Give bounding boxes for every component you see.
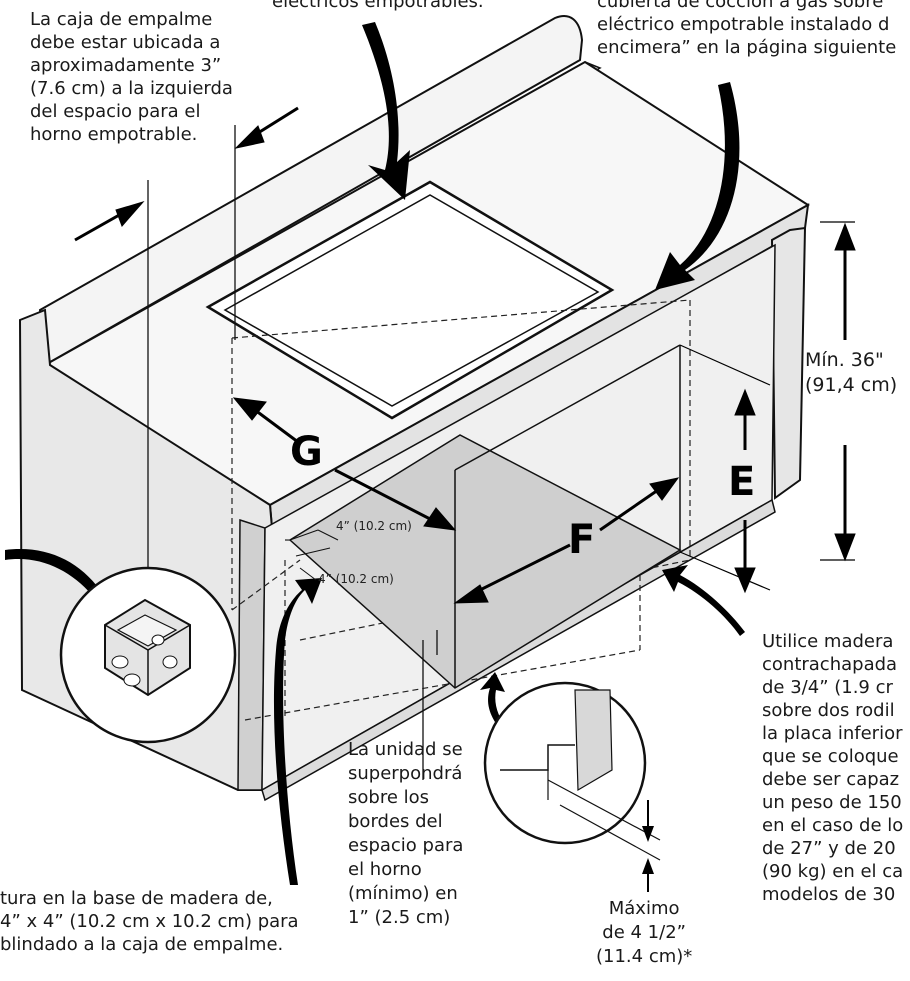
- curved-arrow-right: [655, 82, 740, 290]
- dimension-f: [453, 477, 680, 604]
- callout-max-depth: Máximo de 4 1/2” (11.4 cm)*: [596, 898, 693, 967]
- zoom-detail: [483, 681, 661, 892]
- small-dim-lower: 4” (10.2 cm): [318, 572, 394, 586]
- callout-overlap: La unidad se superpondrá sobre los borde…: [348, 739, 464, 928]
- cabinet-left-shadow: [237, 518, 266, 791]
- dimension-letter-g: G: [290, 429, 323, 475]
- backsplash: [38, 15, 584, 367]
- junction-box-detail: [59, 566, 237, 744]
- curved-arrow-plywood: [662, 565, 745, 636]
- leader-lines: [147, 125, 438, 780]
- callout-electric-cooktops: eléctricos empotrables.: [272, 0, 484, 12]
- oven-opening-lines: [454, 344, 681, 688]
- small-dim-upper: 4” (10.2 cm): [336, 519, 412, 533]
- callout-junction-box-location: La caja de empalme debe estar ubicada a …: [30, 9, 233, 145]
- dimension-e: [679, 344, 771, 594]
- arrows-3inch: [74, 106, 299, 242]
- curved-arrow-zoom: [480, 672, 505, 725]
- callout-base-opening: tura en la base de madera de, 4” x 4” (1…: [0, 888, 299, 955]
- callout-gas-cooktop: cubierta de cocción a gas sobre eléctric…: [597, 0, 897, 58]
- small-dim-marks: [289, 529, 339, 581]
- callout-min-height: Mín. 36" (91,4 cm): [805, 349, 898, 396]
- dimension-min-height: [820, 221, 856, 562]
- dimension-letter-f: F: [568, 517, 596, 563]
- cooktop-cutout-inner: [223, 194, 600, 407]
- curved-arrow-top: [362, 22, 410, 200]
- curved-arrow-opening: [273, 578, 322, 885]
- dimension-letter-e: E: [728, 459, 756, 505]
- dimension-g: [232, 397, 457, 531]
- cabinet-right-side: [770, 226, 807, 500]
- callout-plywood: Utilice madera contrachapada de 3/4” (1.…: [762, 631, 904, 905]
